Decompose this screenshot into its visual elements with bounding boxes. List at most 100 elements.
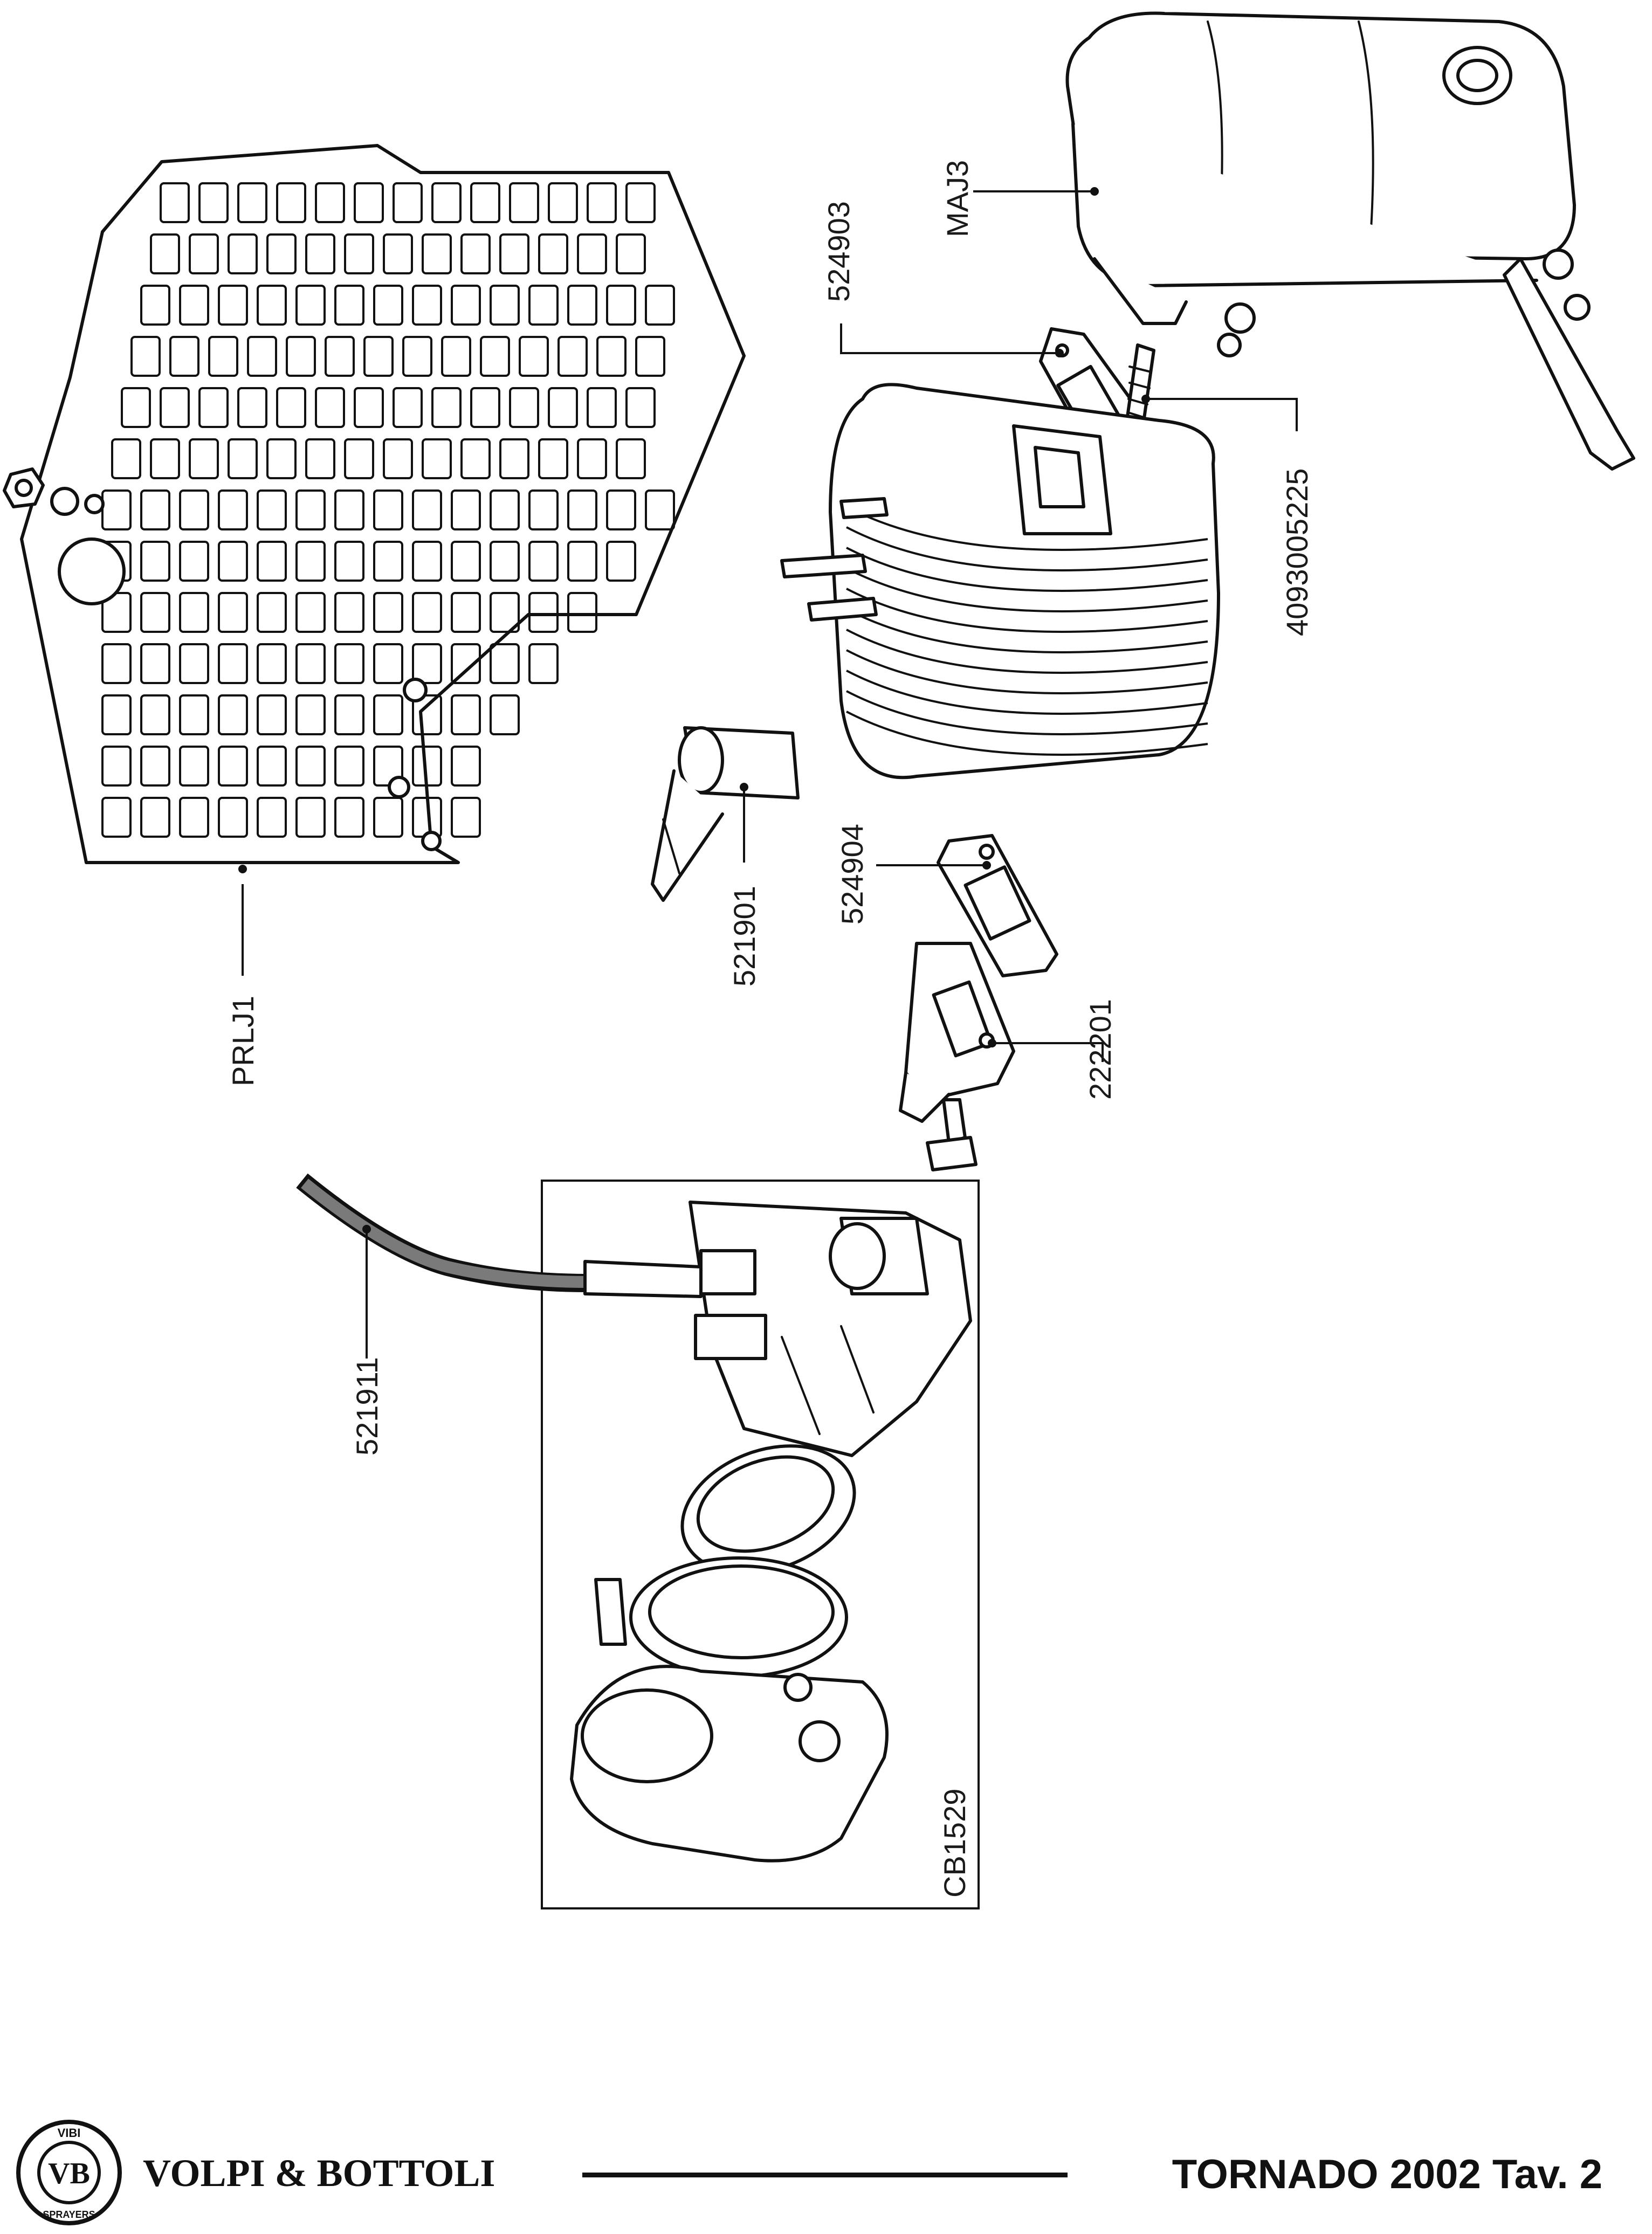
grille-cell	[295, 797, 326, 838]
grille-cell	[431, 182, 462, 223]
grille-cell	[150, 233, 180, 274]
grille-cell	[451, 746, 481, 787]
grille-cell	[490, 694, 520, 735]
grille-cell	[179, 797, 209, 838]
grille-cell	[567, 592, 597, 633]
grille-cell	[276, 182, 306, 223]
grille-cell	[315, 387, 345, 428]
cylinder-fin	[846, 506, 1208, 551]
grille-cell	[315, 182, 345, 223]
grille-cell	[228, 233, 258, 274]
grille-cell	[499, 438, 529, 479]
cylinder-fin	[846, 608, 1208, 653]
svg-text:VB: VB	[48, 2157, 90, 2190]
grille-cell	[625, 387, 656, 428]
part-label-maj3: MAJ3	[940, 160, 974, 237]
part-label-521911: 521911	[350, 1357, 384, 1456]
part-label-521901: 521901	[727, 886, 761, 987]
grille-cell	[373, 592, 403, 633]
grille-cell	[635, 336, 665, 377]
grille-cell	[509, 387, 539, 428]
grille-cell	[528, 592, 559, 633]
grille-cell	[344, 438, 374, 479]
grille-cell	[257, 592, 287, 633]
intake-adapter	[899, 942, 1015, 1171]
grille-cell	[451, 592, 481, 633]
grille-cell	[490, 592, 520, 633]
grille-cell	[363, 336, 394, 377]
grille-cell	[140, 592, 170, 633]
grille-cell	[645, 489, 675, 530]
grille-cell	[247, 336, 277, 377]
grille-cell	[334, 541, 364, 582]
cylinder-fin	[846, 670, 1208, 715]
grille-cell	[412, 694, 442, 735]
grille-cell	[179, 489, 209, 530]
stud-bolt	[1125, 343, 1155, 428]
grille-cell	[393, 387, 423, 428]
grille-cell	[257, 694, 287, 735]
grille-cell	[218, 643, 248, 684]
footer-rule	[582, 2173, 1068, 2177]
grille-cell	[140, 746, 170, 787]
grille-cell	[179, 541, 209, 582]
grille-cell	[121, 387, 151, 428]
grille-cell	[179, 643, 209, 684]
grille-cell	[577, 438, 607, 479]
spark-plug-cap	[651, 726, 800, 902]
brand-name: VOLPI & BOTTOLI	[143, 2152, 495, 2195]
grille-cell	[499, 233, 529, 274]
grille-cell	[528, 489, 559, 530]
grille-cell	[218, 285, 248, 326]
grille-cell	[587, 182, 617, 223]
grille-cell	[295, 694, 326, 735]
grille-cell	[257, 746, 287, 787]
grille-cell	[528, 643, 559, 684]
muffler	[1065, 11, 1635, 471]
grille-cell	[218, 797, 248, 838]
grille-cell	[422, 233, 452, 274]
grille-cell	[557, 336, 588, 377]
grille-cell	[616, 233, 646, 274]
grille-cell	[393, 182, 423, 223]
grille-cell	[460, 233, 491, 274]
grille-cell	[373, 797, 403, 838]
grille-cell	[228, 438, 258, 479]
grille-cell	[412, 592, 442, 633]
part-label-cb1529: CB1529	[938, 1789, 972, 1898]
grille-cell	[140, 643, 170, 684]
grille-cell	[616, 438, 646, 479]
grille-cell	[305, 438, 335, 479]
grille-cell	[431, 387, 462, 428]
svg-text:SPRAYERS: SPRAYERS	[43, 2209, 95, 2220]
grille-cell	[528, 285, 559, 326]
grille-cell	[412, 541, 442, 582]
grille-cell	[490, 643, 520, 684]
grille-cell	[373, 489, 403, 530]
grille-cell	[295, 643, 326, 684]
grille-cell	[257, 489, 287, 530]
fuel-hose	[296, 1173, 703, 1298]
grille-cell	[606, 489, 636, 530]
cylinder-fin	[846, 629, 1208, 674]
grille-cell	[169, 336, 199, 377]
grille-cell	[509, 182, 539, 223]
vibi-sprayers-logo: VB VIBI SPRAYERS	[16, 2120, 122, 2225]
grille-cell	[189, 233, 219, 274]
grille-cell	[383, 438, 413, 479]
grille-cell	[218, 489, 248, 530]
grille-cell	[179, 592, 209, 633]
grille-cell	[412, 746, 442, 787]
grille-cell	[160, 182, 190, 223]
grille-cell	[150, 438, 180, 479]
grille-cell	[451, 541, 481, 582]
grille-cell	[490, 285, 520, 326]
grille-cell	[538, 438, 568, 479]
grille-cell	[179, 285, 209, 326]
grille-cell	[567, 285, 597, 326]
part-label-524904: 524904	[835, 824, 869, 925]
grille-cell	[111, 438, 141, 479]
grille-cell	[538, 233, 568, 274]
grille-cell	[334, 489, 364, 530]
grille-cell	[334, 746, 364, 787]
